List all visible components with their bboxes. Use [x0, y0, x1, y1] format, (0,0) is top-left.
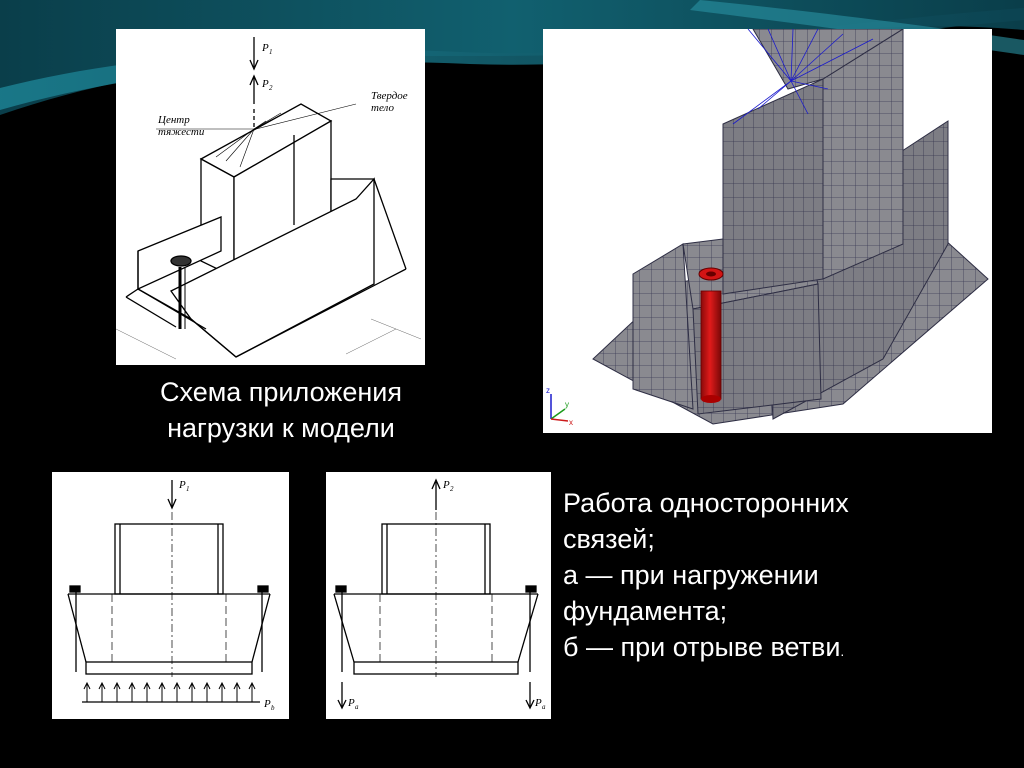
label-solid-body: Твердое — [371, 90, 408, 102]
load-scheme-drawing: P 1 P 2 Центр тяжести Твердое тело — [116, 37, 422, 360]
load-scheme-panel: P 1 P 2 Центр тяжести Твердое тело — [116, 29, 425, 365]
label-p1-sub: 1 — [269, 48, 273, 56]
axis-z-label: z — [546, 386, 550, 395]
axis-x-label: x — [569, 418, 573, 427]
label-p2-sub: 2 — [269, 84, 273, 92]
diagram-b-load-sub: 2 — [450, 485, 454, 493]
caption-side-line1: Работа односторонних — [563, 488, 849, 518]
caption-side-line2: связей; — [563, 524, 655, 554]
diagram-b-reaction-left-label: P — [347, 697, 355, 709]
diagram-a-panel: P 1 P b — [52, 472, 289, 719]
caption-side-line4: фундамента; — [563, 596, 728, 626]
diagram-b-reaction-right-label: P — [534, 697, 542, 709]
fem-model-drawing: z y x — [546, 29, 989, 427]
anchor-bolt — [698, 267, 724, 403]
label-p1: P — [261, 42, 269, 54]
diagram-b-reaction-right-sub: a — [542, 703, 546, 711]
caption-side-line5: б — при отрыве ветви — [563, 632, 841, 662]
axis-triad: z y x — [546, 386, 573, 427]
diagram-a-reaction-sub: b — [271, 704, 275, 712]
diagram-a-reaction-label: P — [263, 698, 271, 710]
caption-side-line5-wrap: б — при отрыве ветви. — [563, 629, 1003, 669]
label-solid-body-2: тело — [371, 102, 394, 114]
diagram-b-load-label: P — [442, 479, 450, 491]
diagram-a-load-label: P — [178, 479, 186, 491]
fem-model-panel: z y x — [543, 29, 992, 433]
diagram-b-drawing: P 2 P a P a — [333, 478, 546, 711]
diagram-a-load-sub: 1 — [186, 485, 190, 493]
diagram-a-drawing: P 1 P b — [67, 479, 275, 712]
label-center-of-gravity-2: тяжести — [158, 126, 205, 138]
caption-load-scheme-line2: нагрузки к модели — [167, 413, 395, 443]
caption-load-scheme-line1: Схема приложения — [160, 377, 402, 407]
caption-side-line5-end: . — [840, 643, 845, 659]
caption-load-scheme: Схема приложения нагрузки к модели — [116, 374, 446, 446]
caption-unilateral-constraints: Работа односторонних связей; а — при наг… — [563, 485, 1003, 669]
label-center-of-gravity: Центр — [157, 114, 190, 126]
axis-y-label: y — [565, 400, 569, 409]
diagram-b-reaction-left-sub: a — [355, 703, 359, 711]
caption-side-line3: а — при нагружении — [563, 560, 819, 590]
label-p2: P — [261, 78, 269, 90]
diagram-b-panel: P 2 P a P a — [326, 472, 551, 719]
